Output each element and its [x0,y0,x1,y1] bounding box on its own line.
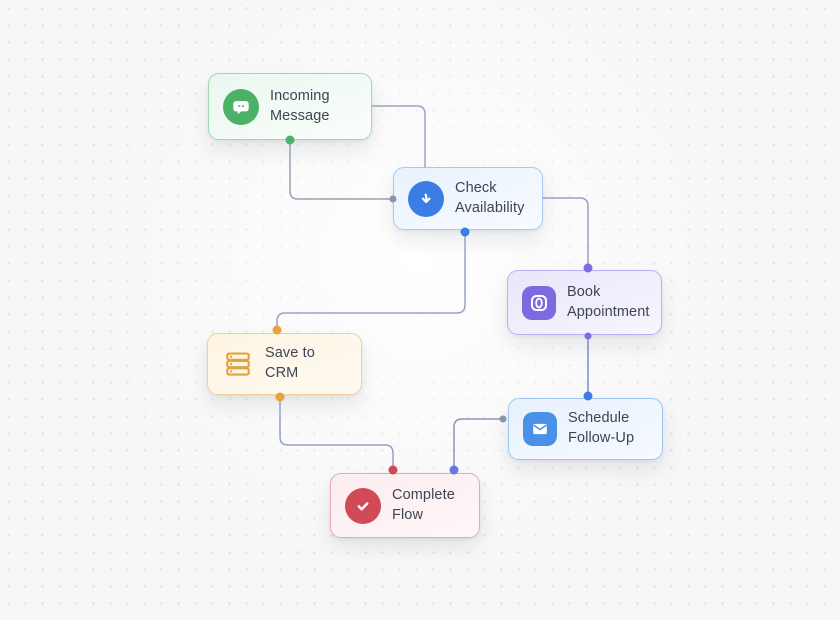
connection-port-check-availability-bottom[interactable] [460,227,470,237]
mail-icon [523,412,557,446]
chat-bubble-icon [223,88,259,125]
node-label: Book Appointment [567,283,650,320]
connection-port-save-to-crm-top[interactable] [272,325,282,335]
face-scan-icon [522,285,556,320]
node-check-availability[interactable]: Check Availability [393,167,543,230]
node-label: Incoming Message [270,87,330,124]
edge-incoming-bottom-to-check-left [289,139,392,200]
connection-port-complete-flow-top-left[interactable] [388,465,398,475]
node-label: Schedule Follow-Up [568,410,635,446]
node-save-to-crm[interactable]: Save to CRM [207,333,362,395]
edge-crm-bottom-to-complete-top [279,397,394,469]
node-label: Save to CRM [265,345,315,381]
edge-check-bottom-to-crm-top [276,231,466,329]
connection-port-complete-flow-top-right[interactable] [449,465,459,475]
node-label: Check Availability [455,179,525,216]
node-complete-flow[interactable]: Complete Flow [330,473,480,538]
check-circle-icon [345,487,381,524]
connection-port-check-availability-left[interactable] [389,195,397,203]
connection-port-incoming-message-bottom[interactable] [285,135,295,145]
edge-schedule-left-to-complete-top [453,418,504,469]
node-label: Complete Flow [392,486,455,523]
connection-port-save-to-crm-bottom[interactable] [275,392,285,402]
connection-port-book-appointment-bottom[interactable] [584,332,592,340]
connection-port-book-appointment-top[interactable] [583,263,593,273]
node-incoming-message[interactable]: Incoming Message [208,73,372,140]
edge-incoming-right-to-check-top [371,105,426,168]
connection-port-schedule-follow-up-left[interactable] [499,415,507,423]
node-book-appointment[interactable]: Book Appointment [507,270,662,335]
database-icon [222,348,254,380]
edge-check-right-to-book-top [542,197,589,267]
connection-port-schedule-follow-up-top[interactable] [583,391,593,401]
node-schedule-follow-up[interactable]: Schedule Follow-Up [508,398,663,460]
arrow-down-circle-icon [408,180,444,217]
